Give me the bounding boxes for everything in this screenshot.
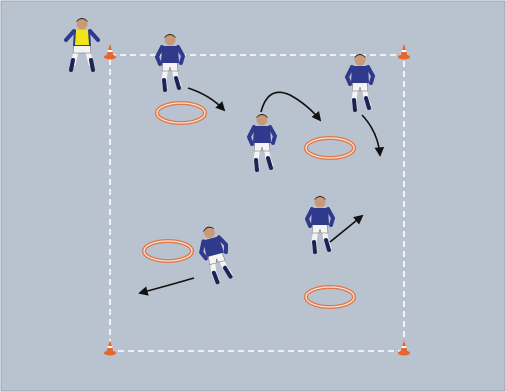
drill-diagram: [0, 0, 506, 392]
